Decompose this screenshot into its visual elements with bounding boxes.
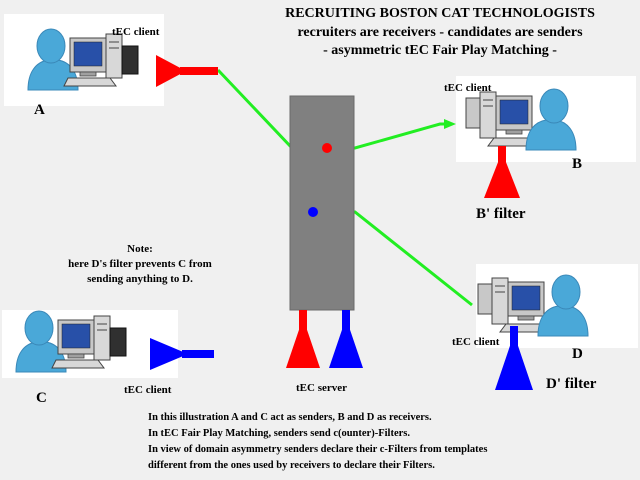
arrowhead-to-b	[444, 119, 456, 129]
title-line-1: RECRUITING BOSTON CAT TECHNOLOGISTS	[285, 6, 595, 21]
server-icon	[286, 95, 363, 368]
title-line-3: - asymmetric tEC Fair Play Matching -	[323, 43, 557, 58]
client-d-label: tEC client	[452, 336, 500, 348]
funnel-icon	[156, 55, 186, 87]
caption-line-1: In this illustration A and C act as send…	[148, 412, 432, 423]
title-line-2: recruiters are receivers - candidates ar…	[297, 25, 583, 40]
caption-line-2: In tEC Fair Play Matching, senders send …	[148, 428, 410, 439]
note-line-1: Note:	[127, 243, 153, 255]
client-c-label: tEC client	[124, 384, 172, 396]
client-b	[456, 76, 636, 198]
funnel-icon	[484, 152, 520, 198]
note-line-3: sending anything to D.	[87, 273, 193, 285]
filter-b-label: B' filter	[476, 206, 526, 222]
client-a-letter: A	[34, 102, 45, 118]
client-c	[2, 310, 214, 378]
client-d-letter: D	[572, 346, 583, 362]
caption-line-3: In view of domain asymmetry senders decl…	[148, 444, 488, 455]
client-a	[4, 14, 218, 106]
filter-d-label: D' filter	[546, 376, 597, 392]
note-line-2: here D's filter prevents C from	[68, 258, 212, 270]
caption-line-4: different from the ones used by receiver…	[148, 460, 435, 471]
match-point-red	[322, 143, 332, 153]
client-b-letter: B	[572, 156, 583, 172]
client-c-letter: C	[36, 390, 47, 406]
client-d	[476, 264, 638, 390]
funnel-icon	[495, 334, 533, 390]
match-point-blue	[308, 207, 318, 217]
server-label: tEC server	[296, 382, 348, 394]
client-b-label: tEC client	[444, 82, 492, 94]
funnel-icon	[150, 338, 188, 370]
client-a-label: tEC client	[112, 26, 160, 38]
